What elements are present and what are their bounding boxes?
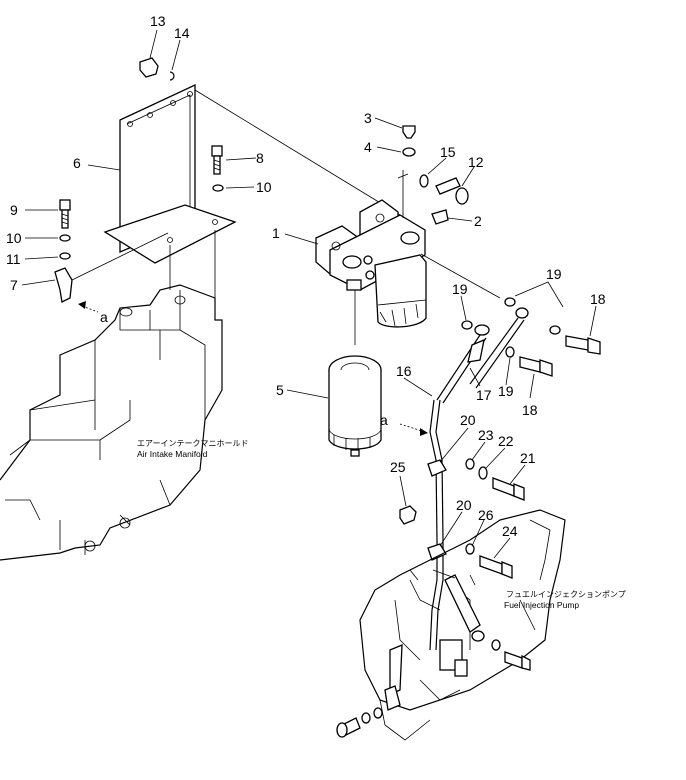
clip-20-lower (427, 543, 447, 561)
ref-arrow-left: a (78, 301, 108, 325)
pump-jp-label: フュエルインジェクションポンプ (506, 590, 626, 599)
washer-10-bracket (212, 184, 224, 192)
fuel-pipe-17 (436, 307, 529, 404)
bolt-21 (492, 477, 525, 501)
washer-11 (59, 252, 71, 260)
fuel-injection-pump (359, 509, 566, 741)
bolt-pump-right (504, 651, 531, 671)
air-intake-manifold (0, 284, 223, 561)
callout-4: 4 (364, 139, 372, 155)
callout-19-left: 19 (452, 281, 468, 297)
manifold-jp-label: エアーインテークマニホールド (137, 439, 249, 448)
arrow-right-icon (420, 428, 428, 436)
bolt-8 (211, 145, 223, 175)
callout-18-lower: 18 (522, 402, 538, 418)
washer-19-a (461, 320, 473, 330)
leader-19-bracket (514, 281, 564, 308)
washer-23 (465, 458, 475, 470)
ref-a-right: a (380, 412, 388, 428)
callout-23: 23 (478, 427, 494, 443)
callout-17: 17 (476, 387, 492, 403)
clip-20-upper (427, 459, 447, 477)
fitting-2 (431, 209, 449, 225)
nut-13 (139, 57, 159, 78)
arrow-left-icon (78, 301, 86, 309)
bolt-pump-left (336, 717, 361, 738)
leader-19-right (420, 253, 501, 299)
washer-19-b (504, 297, 516, 307)
filter-cartridge (328, 355, 382, 457)
callout-13: 13 (150, 13, 166, 29)
leader-lines (21, 29, 597, 559)
washer-pump-a (491, 639, 501, 651)
plug-3 (402, 125, 416, 139)
mounting-bracket (103, 83, 401, 300)
washer-26 (465, 543, 475, 555)
callout-15: 15 (440, 144, 456, 160)
callout-20-lower: 20 (456, 497, 472, 513)
bolt-12 (435, 177, 469, 205)
ref-arrow-right: a (380, 412, 428, 436)
fuel-pipe-16 (429, 399, 444, 651)
callout-10-left: 10 (6, 230, 22, 246)
callout-20-upper: 20 (460, 412, 476, 428)
callout-11: 11 (6, 251, 21, 267)
washer-10-left (59, 234, 71, 242)
plug-leader (397, 170, 409, 218)
callout-19-lower: 19 (498, 383, 514, 399)
callout-9: 9 (10, 202, 18, 218)
callout-5: 5 (276, 382, 284, 398)
callout-1: 1 (272, 225, 280, 241)
callout-26: 26 (478, 507, 494, 523)
clamp-7 (54, 267, 73, 303)
pump-en-label: Fuel Injection Pump (504, 600, 579, 610)
washer-4 (402, 147, 416, 157)
callout-16: 16 (396, 363, 412, 379)
callout-7: 7 (10, 277, 18, 293)
washer-pump-c (361, 712, 371, 724)
callout-25: 25 (390, 459, 406, 475)
filter-body-small (374, 254, 427, 328)
ring-14 (169, 71, 175, 81)
callout-14: 14 (174, 25, 190, 41)
manifold-en-label: Air Intake Manifold (137, 449, 208, 459)
callout-6: 6 (73, 155, 81, 171)
ref-a-left: a (100, 309, 108, 325)
washer-15 (419, 174, 429, 188)
filter-head (315, 199, 426, 291)
callout-12: 12 (468, 154, 484, 170)
callout-numbers: 13 14 6 8 10 9 10 11 7 1 5 3 4 2 15 12 1… (6, 13, 606, 539)
bolt-9 (59, 199, 71, 229)
callout-10-bracket: 10 (256, 179, 272, 195)
callout-8: 8 (256, 150, 264, 166)
callout-3: 3 (364, 110, 372, 126)
bolt-24 (479, 555, 513, 579)
callout-21: 21 (520, 450, 536, 466)
bolt-18-upper (565, 335, 601, 355)
washer-pump-b (373, 707, 383, 719)
washer-22 (478, 466, 488, 480)
nut-25 (399, 505, 417, 525)
callout-18-upper: 18 (590, 291, 606, 307)
callout-24: 24 (502, 523, 518, 539)
clamp-7-leader (71, 232, 169, 281)
washer-19-d (505, 346, 515, 358)
callout-22: 22 (498, 433, 514, 449)
callout-2: 2 (474, 213, 482, 229)
washer-19-c (549, 325, 561, 335)
callout-19-top: 19 (546, 266, 562, 282)
bolt-18-lower (519, 356, 553, 377)
